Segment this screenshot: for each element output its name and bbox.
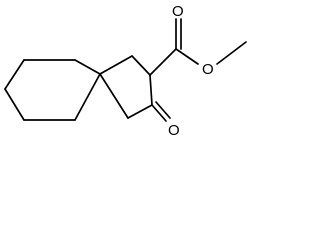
cyclohexane-bond-1 bbox=[74, 59, 101, 75]
ketone-oxygen-label: O bbox=[168, 122, 180, 139]
chemical-structure-diagram: O O O bbox=[4, 3, 247, 139]
five-ring-bond-5 bbox=[99, 73, 129, 119]
cyclohexane-bond-4 bbox=[4, 88, 25, 121]
ketone-bond-2 bbox=[155, 101, 171, 119]
ester-c-o-bond bbox=[175, 48, 199, 65]
five-ring-bond-4 bbox=[127, 104, 153, 119]
five-ring-bond-3 bbox=[149, 74, 153, 106]
five-ring-bond-1 bbox=[99, 55, 133, 75]
ketone-bond-1 bbox=[151, 104, 167, 122]
cyclopentanone-ring bbox=[99, 55, 153, 119]
ester-alpha-bond bbox=[149, 48, 177, 76]
ester-group bbox=[149, 18, 247, 76]
ester-oxygen-label: O bbox=[202, 61, 214, 78]
structure-canvas: O O O bbox=[0, 0, 250, 144]
cyclohexane-bond-3 bbox=[4, 59, 25, 90]
cyclohexane-bond-6 bbox=[74, 73, 101, 121]
ketone-group bbox=[151, 101, 171, 122]
ester-carbonyl-oxygen-label: O bbox=[172, 3, 184, 20]
methoxy-bond bbox=[216, 41, 247, 65]
cyclohexane-ring bbox=[4, 59, 101, 121]
five-ring-bond-2 bbox=[131, 55, 151, 76]
